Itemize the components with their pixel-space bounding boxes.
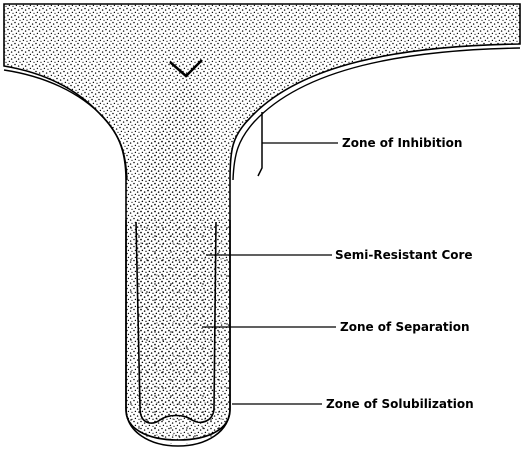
inhibition-bracket — [258, 112, 262, 176]
label-zone-of-separation: Zone of Separation — [340, 320, 470, 334]
outer-tissue-region — [4, 4, 520, 440]
label-zone-of-inhibition: Zone of Inhibition — [342, 136, 462, 150]
label-semi-resistant-core: Semi-Resistant Core — [335, 248, 473, 262]
label-zone-of-solubilization: Zone of Solubilization — [326, 397, 474, 411]
